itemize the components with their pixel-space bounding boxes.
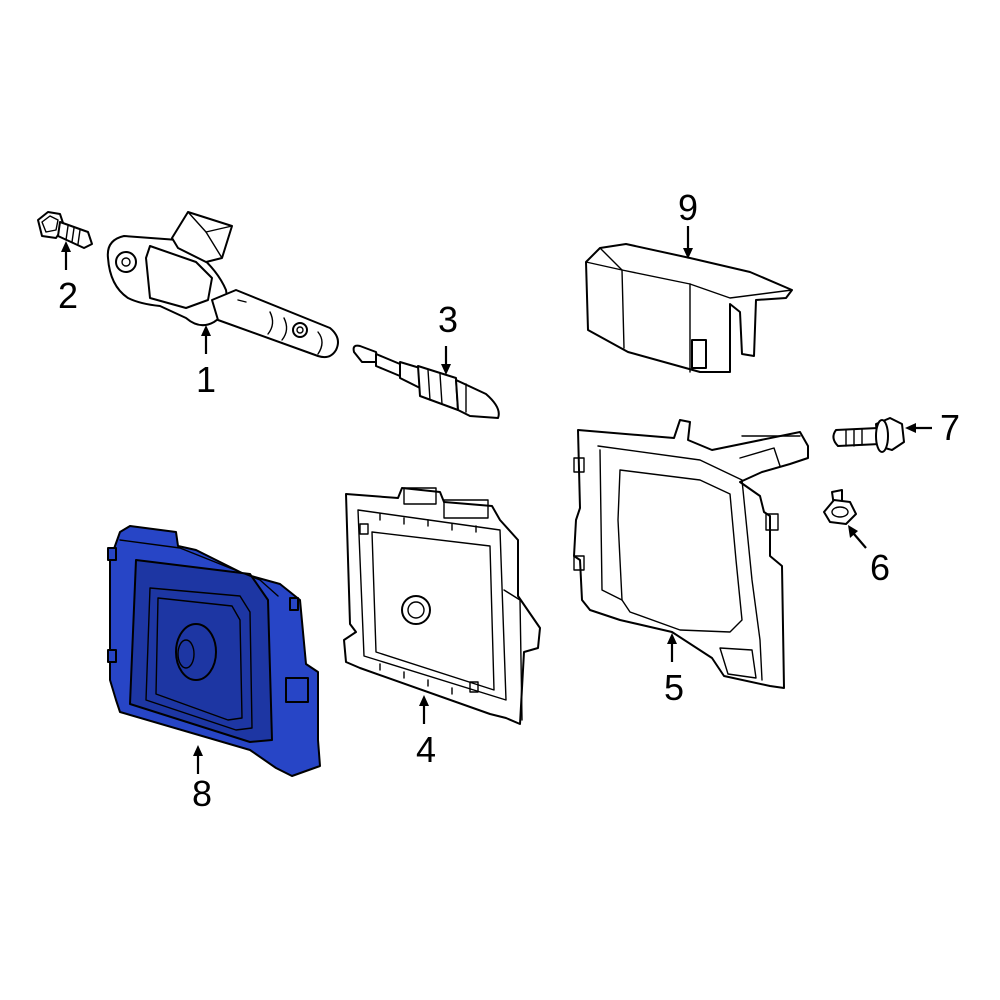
callout-8[interactable]: 8 (192, 773, 212, 814)
callout-2[interactable]: 2 (58, 275, 78, 316)
arrow-2 (61, 241, 71, 270)
ignition-coil-part-1[interactable] (106, 211, 339, 359)
callout-6[interactable]: 6 (870, 547, 890, 588)
arrow-4 (419, 695, 429, 724)
callout-9[interactable]: 9 (678, 187, 698, 228)
cover-part-9[interactable] (585, 243, 793, 373)
arrow-1 (201, 325, 211, 354)
callout-3[interactable]: 3 (438, 299, 458, 340)
bolt-part-6[interactable] (823, 489, 857, 525)
bolt-part-7[interactable] (832, 417, 905, 453)
arrow-8 (193, 745, 203, 774)
arrow-5 (667, 633, 677, 662)
bracket-part-5[interactable] (573, 419, 809, 689)
arrow-7 (905, 423, 932, 433)
arrow-3 (441, 346, 451, 375)
ecu-frame-part-4[interactable] (343, 487, 541, 725)
callout-5[interactable]: 5 (664, 667, 684, 708)
spark-plug-part-3[interactable] (352, 344, 500, 419)
ecu-module-part-8[interactable] (107, 525, 321, 777)
callout-7[interactable]: 7 (940, 407, 960, 448)
callout-4[interactable]: 4 (416, 729, 436, 770)
arrow-6 (848, 525, 867, 549)
bolt-part-2[interactable] (37, 211, 93, 249)
callout-1[interactable]: 1 (196, 359, 216, 400)
arrow-9 (683, 226, 693, 259)
